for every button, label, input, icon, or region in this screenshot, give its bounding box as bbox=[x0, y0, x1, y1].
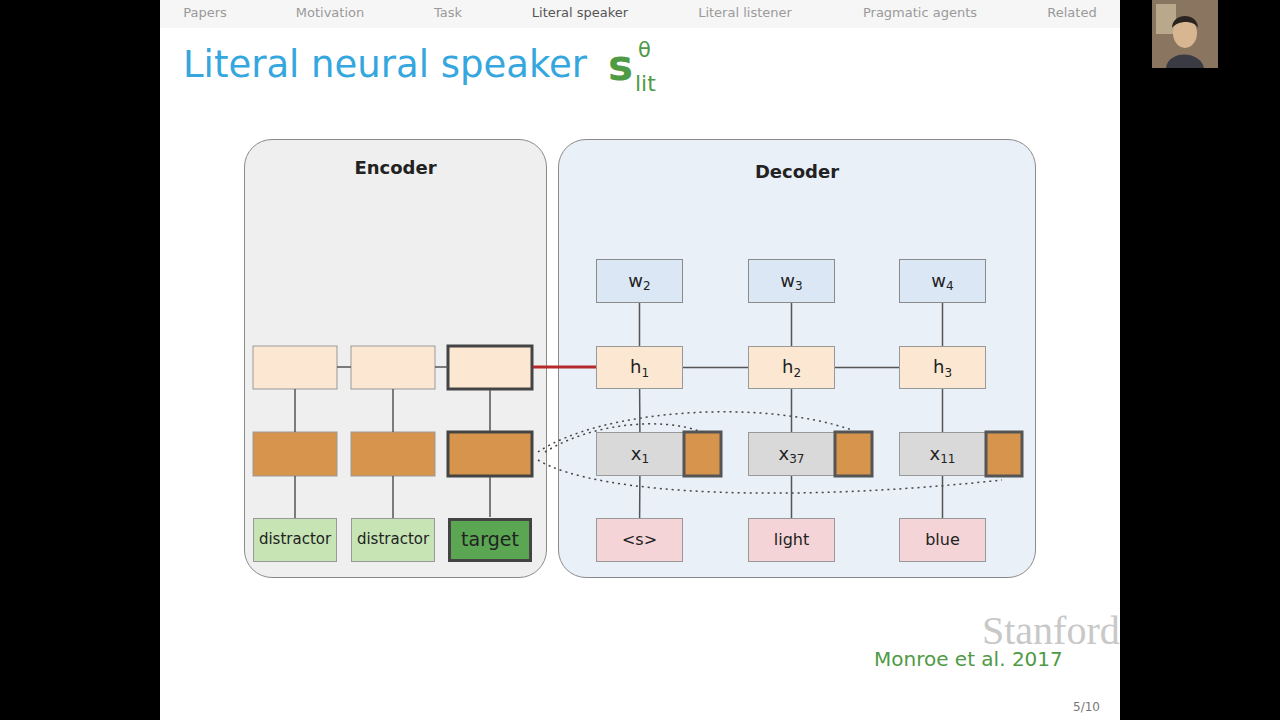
nav-item: Task bbox=[434, 6, 462, 21]
hidden-state-box: h3 bbox=[899, 346, 986, 389]
node-label: distractor bbox=[357, 531, 429, 548]
webcam-person-hair bbox=[1172, 16, 1198, 28]
input-token-box: <s> bbox=[596, 518, 683, 562]
input-token-box: light bbox=[748, 518, 835, 562]
node-label: h bbox=[630, 357, 641, 378]
nav-item: Motivation bbox=[296, 6, 364, 21]
node-label: w bbox=[628, 271, 643, 292]
subscript-index: 37 bbox=[789, 453, 804, 467]
panel-heading: Encoder bbox=[245, 158, 546, 179]
node-label: h bbox=[933, 357, 944, 378]
node-label: light bbox=[774, 531, 809, 549]
node-label: x bbox=[631, 444, 642, 465]
nav-item: Literal listener bbox=[698, 6, 792, 21]
target-box: target bbox=[448, 518, 532, 562]
panel-heading: Decoder bbox=[559, 162, 1035, 183]
input-token-box: blue bbox=[899, 518, 986, 562]
title-symbol: s bbox=[608, 42, 633, 90]
node-label: x bbox=[930, 444, 941, 465]
webcam-frame bbox=[1152, 0, 1218, 68]
subscript-index: 1 bbox=[641, 367, 649, 381]
subscript-index: 3 bbox=[795, 280, 803, 294]
output-word-box: w2 bbox=[596, 259, 683, 303]
nav-item: Literal speaker bbox=[532, 6, 628, 21]
hidden-state-box: h2 bbox=[748, 346, 835, 389]
subscript-index: 11 bbox=[940, 453, 955, 467]
node-label: blue bbox=[925, 531, 960, 549]
slide-title: Literal neural speaker bbox=[183, 44, 587, 87]
output-word-box: w4 bbox=[899, 259, 986, 303]
subscript-index: 3 bbox=[944, 367, 952, 381]
embedding-box: x37 bbox=[748, 432, 835, 476]
decoder-panel: Decoderw2w3w4h1h2h3x1x37x11<s>lightblue bbox=[558, 139, 1036, 578]
node-label: x bbox=[779, 444, 790, 465]
page-number: 5/10 bbox=[1073, 701, 1100, 715]
nav-item: Papers bbox=[183, 6, 227, 21]
title-subscript: lit bbox=[635, 71, 656, 96]
webcam-person-body bbox=[1166, 55, 1204, 69]
input-box: distractor bbox=[351, 518, 435, 562]
node-label: h bbox=[782, 357, 793, 378]
node-label: distractor bbox=[259, 531, 331, 548]
output-word-box: w3 bbox=[748, 259, 835, 303]
embedding-box: x1 bbox=[596, 432, 684, 476]
watermark: Stanford bbox=[982, 608, 1120, 654]
node-label: target bbox=[461, 529, 519, 551]
subscript-index: 4 bbox=[946, 280, 954, 294]
webcam-image bbox=[1152, 0, 1218, 68]
node-label: w bbox=[780, 271, 795, 292]
embedding-box: x11 bbox=[899, 432, 986, 476]
node-label: w bbox=[931, 271, 946, 292]
title-superscript: θ bbox=[638, 38, 651, 62]
encoder-panel: Encoder distractor distractor target bbox=[244, 139, 547, 578]
nav-item: Related bbox=[1047, 6, 1096, 21]
subscript-index: 2 bbox=[643, 280, 651, 294]
nav-item: Pragmatic agents bbox=[863, 6, 977, 21]
hidden-state-box: h1 bbox=[596, 346, 683, 389]
node-label: <s> bbox=[622, 531, 657, 549]
webcam-person-face bbox=[1173, 18, 1197, 48]
input-box: distractor bbox=[253, 518, 337, 562]
webcam-background bbox=[1156, 4, 1176, 34]
subscript-index: 1 bbox=[642, 453, 650, 467]
subscript-index: 2 bbox=[793, 367, 801, 381]
